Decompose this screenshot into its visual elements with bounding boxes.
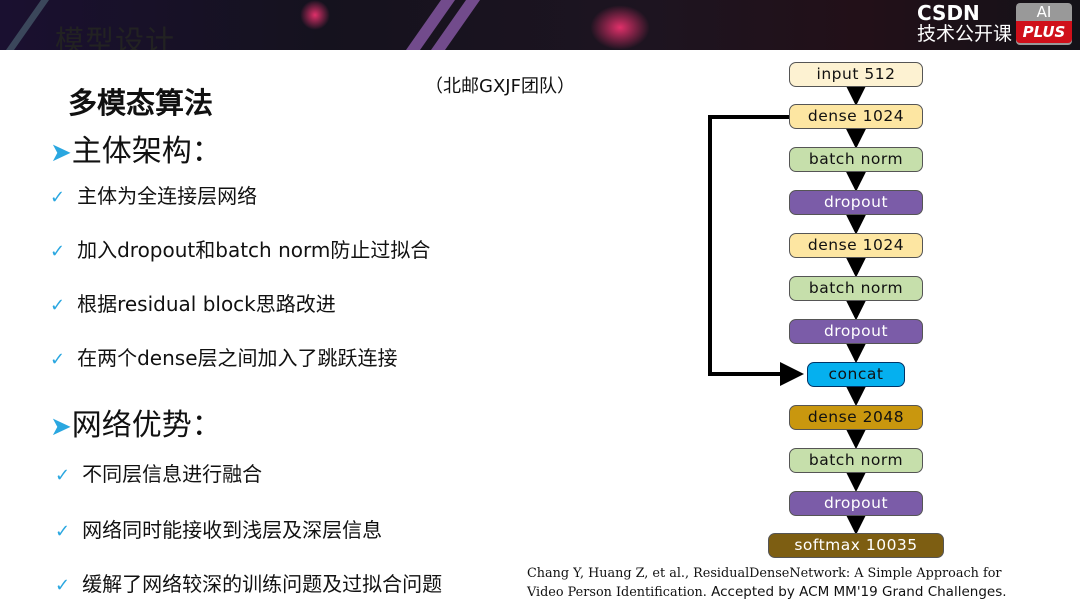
list-item: ✓根据residual block思路改进 (50, 292, 336, 316)
check-icon: ✓ (55, 575, 71, 596)
list-item: ✓不同层信息进行融合 (55, 462, 263, 486)
node-bn: batch norm (789, 276, 923, 301)
node-dropout: dropout (789, 190, 923, 216)
arrow-bullet-icon: ➤ (50, 412, 72, 442)
check-icon: ✓ (50, 241, 66, 262)
citation: Chang Y, Huang Z, et al., ResidualDenseN… (527, 566, 1007, 600)
node-input: input 512 (789, 61, 923, 87)
skip-connection (708, 115, 804, 386)
section-title: ➤主体架构： (50, 134, 222, 169)
node-dense2: dense 2048 (789, 404, 923, 430)
list-item: ✓在两个dense层之间加入了跳跃连接 (50, 346, 398, 370)
node-bn: batch norm (789, 147, 923, 173)
check-icon: ✓ (50, 187, 66, 208)
node-concat: concat (807, 361, 905, 387)
team-label: （北邮GXJF团队） (425, 76, 575, 97)
slide-title: 模型设计 (55, 24, 176, 50)
node-bn: batch norm (789, 447, 923, 473)
node-dense: dense 1024 (789, 233, 923, 259)
list-item: ✓加入dropout和batch norm防止过拟合 (50, 238, 431, 262)
list-item: ✓主体为全连接层网络 (50, 184, 258, 208)
heading: 多模态算法 (68, 86, 214, 120)
node-dropout: dropout (789, 318, 923, 344)
check-icon: ✓ (55, 465, 71, 486)
check-icon: ✓ (50, 295, 66, 316)
node-dropout: dropout (789, 490, 923, 516)
list-item: ✓网络同时能接收到浅层及深层信息 (55, 518, 383, 542)
list-item: ✓缓解了网络较深的训练问题及过拟合问题 (55, 572, 443, 596)
arrow-bullet-icon: ➤ (50, 138, 72, 168)
node-softmax: softmax 10035 (768, 533, 944, 559)
check-icon: ✓ (50, 349, 66, 370)
node-dense: dense 1024 (789, 104, 923, 130)
check-icon: ✓ (55, 521, 71, 542)
section-title: ➤网络优势： (50, 408, 222, 443)
